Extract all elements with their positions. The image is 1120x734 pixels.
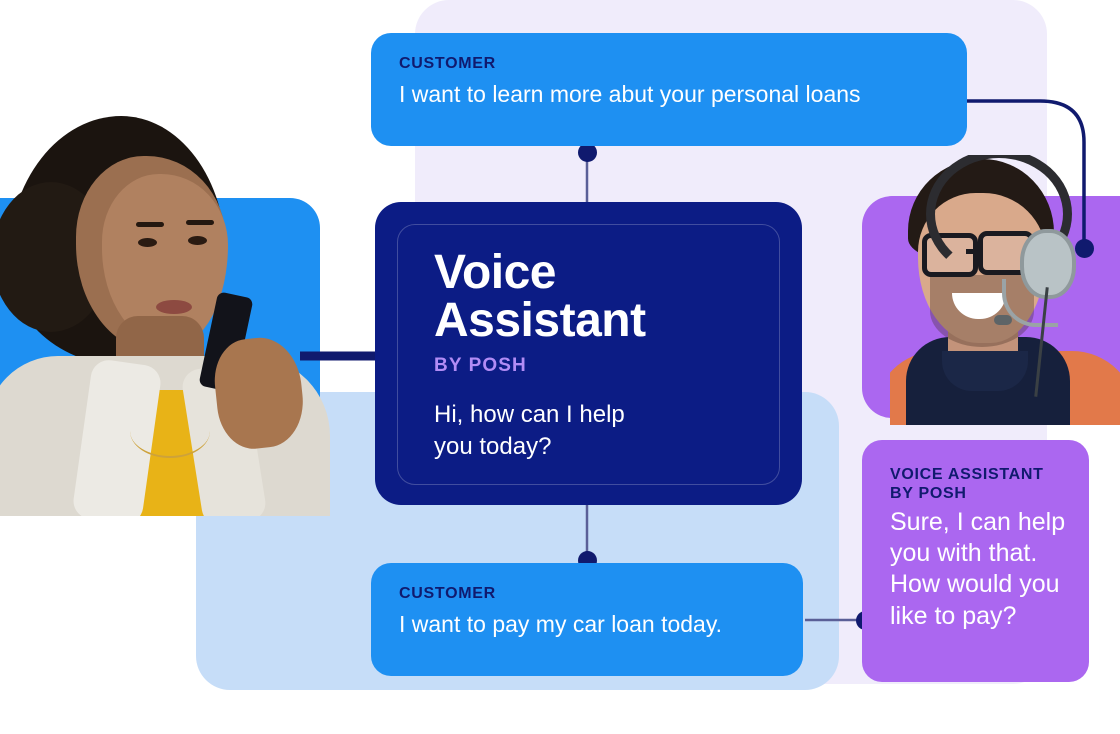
woman-eyebrow-right bbox=[186, 220, 214, 225]
card-subtitle-by-posh: BY POSH bbox=[434, 355, 527, 376]
chat-bubble-message: I want to pay my car loan today. bbox=[399, 610, 723, 637]
man-with-headset-photo bbox=[890, 155, 1120, 425]
headset-mic-arm-icon bbox=[1002, 279, 1058, 327]
card-greeting-line2: you today? bbox=[434, 433, 552, 461]
man-collar bbox=[942, 351, 1028, 391]
chat-bubble-speaker-label-line2: BY POSH bbox=[890, 484, 967, 502]
card-greeting-line1: Hi, how can I help bbox=[434, 401, 625, 428]
connector-dot-top bbox=[578, 143, 597, 162]
chat-bubble-message: I want to learn more abut your personal … bbox=[399, 80, 861, 107]
chat-bubble-message: Sure, I can help you with that. How woul… bbox=[890, 507, 1066, 630]
headset-mic-tip-icon bbox=[994, 315, 1012, 325]
chat-bubble-speaker-label: CUSTOMER bbox=[399, 585, 496, 602]
card-title-line1: Voice bbox=[434, 246, 557, 299]
card-title-line2: Assistant bbox=[434, 294, 646, 347]
woman-eye-right bbox=[188, 236, 207, 245]
chat-bubble-speaker-label-line1: VOICE ASSISTANT bbox=[890, 466, 1044, 483]
woman-on-phone-photo bbox=[0, 104, 330, 516]
chat-bubble-customer-top[interactable]: CUSTOMER I want to learn more abut your … bbox=[371, 33, 967, 146]
woman-eyebrow-left bbox=[136, 222, 164, 227]
woman-necklace bbox=[130, 404, 210, 458]
chat-bubble-voice-assistant[interactable]: VOICE ASSISTANT BY POSH Sure, I can help… bbox=[862, 440, 1089, 682]
voice-assistant-card-inner: Voice Assistant BY POSH Hi, how can I he… bbox=[397, 224, 780, 485]
connector-dot-agent bbox=[1075, 239, 1094, 258]
woman-lips bbox=[156, 300, 192, 314]
voice-assistant-card[interactable]: Voice Assistant BY POSH Hi, how can I he… bbox=[375, 202, 802, 505]
woman-eye-left bbox=[138, 238, 157, 247]
chat-bubble-customer-bottom[interactable]: CUSTOMER I want to pay my car loan today… bbox=[371, 563, 803, 676]
chat-bubble-speaker-label: CUSTOMER bbox=[399, 55, 496, 72]
